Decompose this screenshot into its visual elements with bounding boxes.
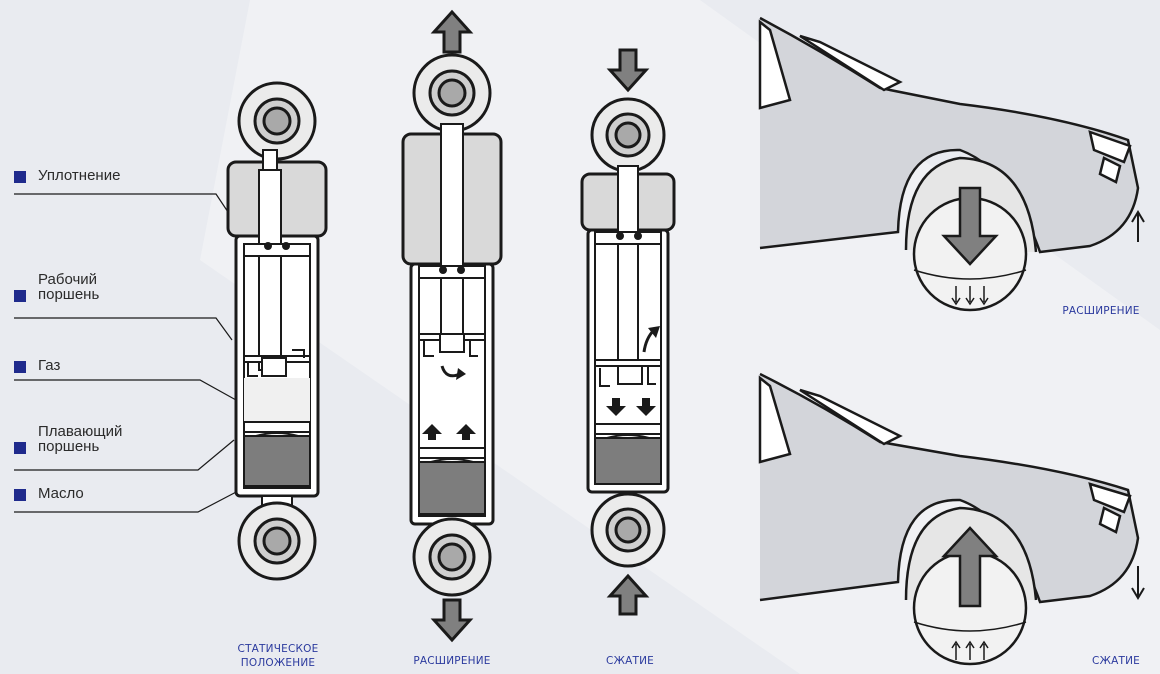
arrow-down-icon [636,398,656,416]
caption-car-compression: СЖАТИЕ [1092,655,1140,667]
shock-static [226,81,328,581]
bottom-eye-bushing [262,526,292,556]
arrow-down-icon [606,398,626,416]
caption-static: СТАТИЧЕСКОЕ ПОЛОЖЕНИЕ [237,643,319,669]
label-square-icon [14,442,26,454]
label-floating-piston: Плавающий поршень [14,424,122,454]
label-square-icon [14,361,26,373]
caption-car-extension: РАСШИРЕНИЕ [1062,305,1140,317]
label-oil-text: Масло [38,485,84,502]
arrow-up-icon [422,424,442,440]
label-seal-text: Уплотнение [38,167,121,184]
car-front-compression [758,372,1145,666]
leader-line-floating-piston [14,439,235,471]
leader-line-gas [14,379,237,401]
floating-piston [243,421,311,433]
piston-rod [617,165,639,367]
arrow-up-icon [606,573,650,616]
piston-rod [440,123,464,351]
label-floating-piston-text: Плавающий поршень [38,423,123,455]
leader-lines [14,193,241,513]
label-gas: Газ [14,358,60,373]
label-gas-text: Газ [38,357,61,374]
arrow-down-icon [941,186,999,266]
label-square-icon [14,290,26,302]
arrow-down-icon [1131,566,1145,600]
label-square-icon [14,171,26,183]
arrow-down-icon [430,598,474,643]
arrow-down-icon [606,48,650,93]
leader-line-oil [14,489,241,513]
arrow-up-icon [430,9,474,54]
rod-seal [243,243,311,257]
gas-chamber [244,378,310,422]
leader-line-seal [14,193,229,213]
oil-chamber [243,435,311,487]
label-seal: Уплотнение [14,168,120,183]
arrow-up-icon [456,424,476,440]
label-square-icon [14,489,26,501]
shock-extension [401,9,503,643]
top-eye-bushing [262,106,292,136]
caption-compression: СЖАТИЕ [606,655,654,667]
rod-top [262,149,278,173]
leader-line-working-piston [14,317,233,341]
shock-compression [580,48,676,616]
arrow-up-icon [941,526,999,608]
caption-extension: РАСШИРЕНИЕ [413,655,491,667]
label-working-piston: Рабочий поршень [14,272,99,302]
car-front-extension [758,16,1145,312]
arrow-up-icon [1131,210,1145,242]
piston-rod [258,169,282,371]
label-working-piston-text: Рабочий поршень [38,271,100,303]
label-oil: Масло [14,486,84,501]
